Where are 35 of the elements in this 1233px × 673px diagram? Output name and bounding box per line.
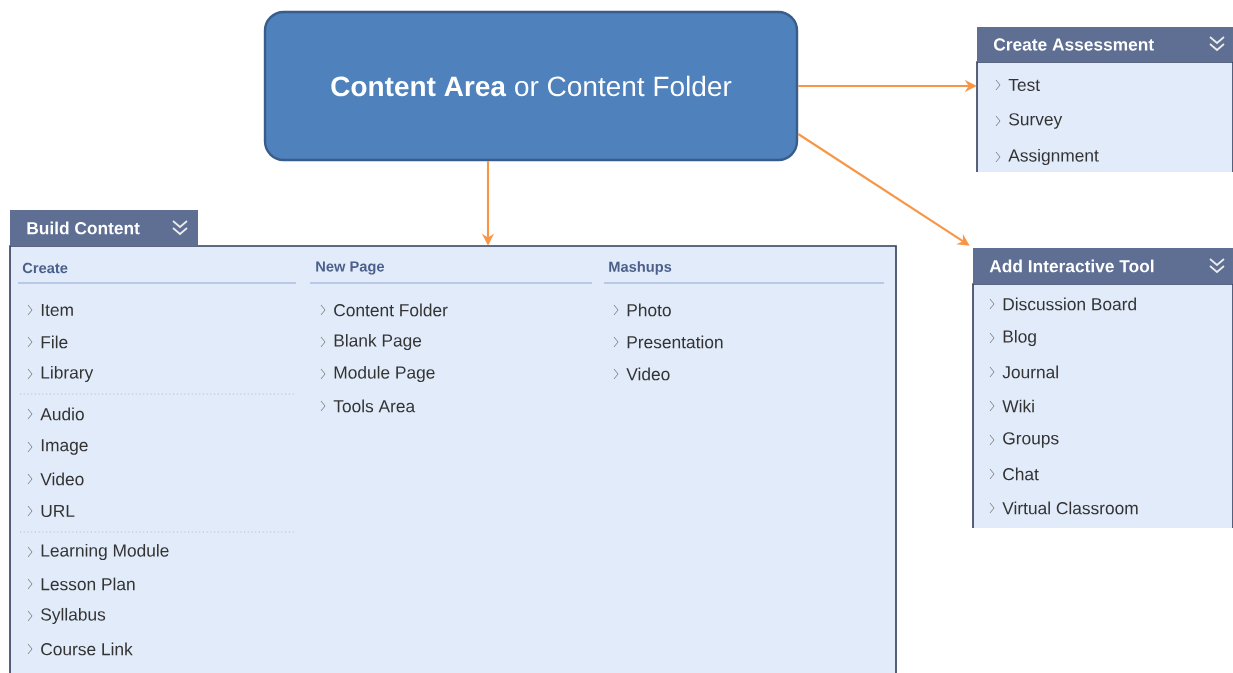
menu-item: Survey <box>995 113 1063 129</box>
column-heading: Create <box>22 262 68 274</box>
menu-item: Video <box>27 472 84 486</box>
menu-item: Wiki <box>989 399 1034 413</box>
menu-item: Video <box>613 367 670 381</box>
menu-item: Tools Area <box>320 399 416 413</box>
panel-tab: Build Content <box>10 210 198 246</box>
menu-item: Journal <box>989 365 1058 379</box>
menu-item: Lesson Plan <box>27 577 135 591</box>
menu-item: Learning Module <box>27 543 169 561</box>
column-heading: Mashups <box>609 261 672 275</box>
menu-item: Content Folder <box>320 303 448 317</box>
menu-item: Syllabus <box>27 607 106 625</box>
menu-item: Image <box>27 439 88 455</box>
menu-item: Assignment <box>995 148 1099 166</box>
menu-item: Audio <box>27 407 84 421</box>
menu-item: Test <box>995 78 1040 92</box>
menu-item: Item <box>27 303 73 317</box>
menu-item: Library <box>27 365 94 383</box>
menu-item: Module Page <box>320 365 435 383</box>
menu-item: File <box>27 335 68 349</box>
menu-item: Groups <box>989 432 1059 448</box>
menu-item: Blog <box>989 329 1036 347</box>
rounded-box: Content Area or Content Folder <box>263 10 799 162</box>
menu-item: Presentation <box>613 335 723 349</box>
panel-tab: Create Assessment <box>977 27 1233 62</box>
menu-item: URL <box>27 504 75 518</box>
panel-tab: Add Interactive Tool <box>973 248 1233 284</box>
menu-item: Photo <box>613 303 671 317</box>
menu-item: Virtual Classroom <box>989 501 1138 515</box>
menu-item: Blank Page <box>320 333 422 351</box>
column-heading: New Page <box>316 261 385 275</box>
menu-item: Discussion Board <box>989 297 1136 311</box>
menu-item: Chat <box>989 467 1039 481</box>
menu-item: Course Link <box>27 642 133 656</box>
